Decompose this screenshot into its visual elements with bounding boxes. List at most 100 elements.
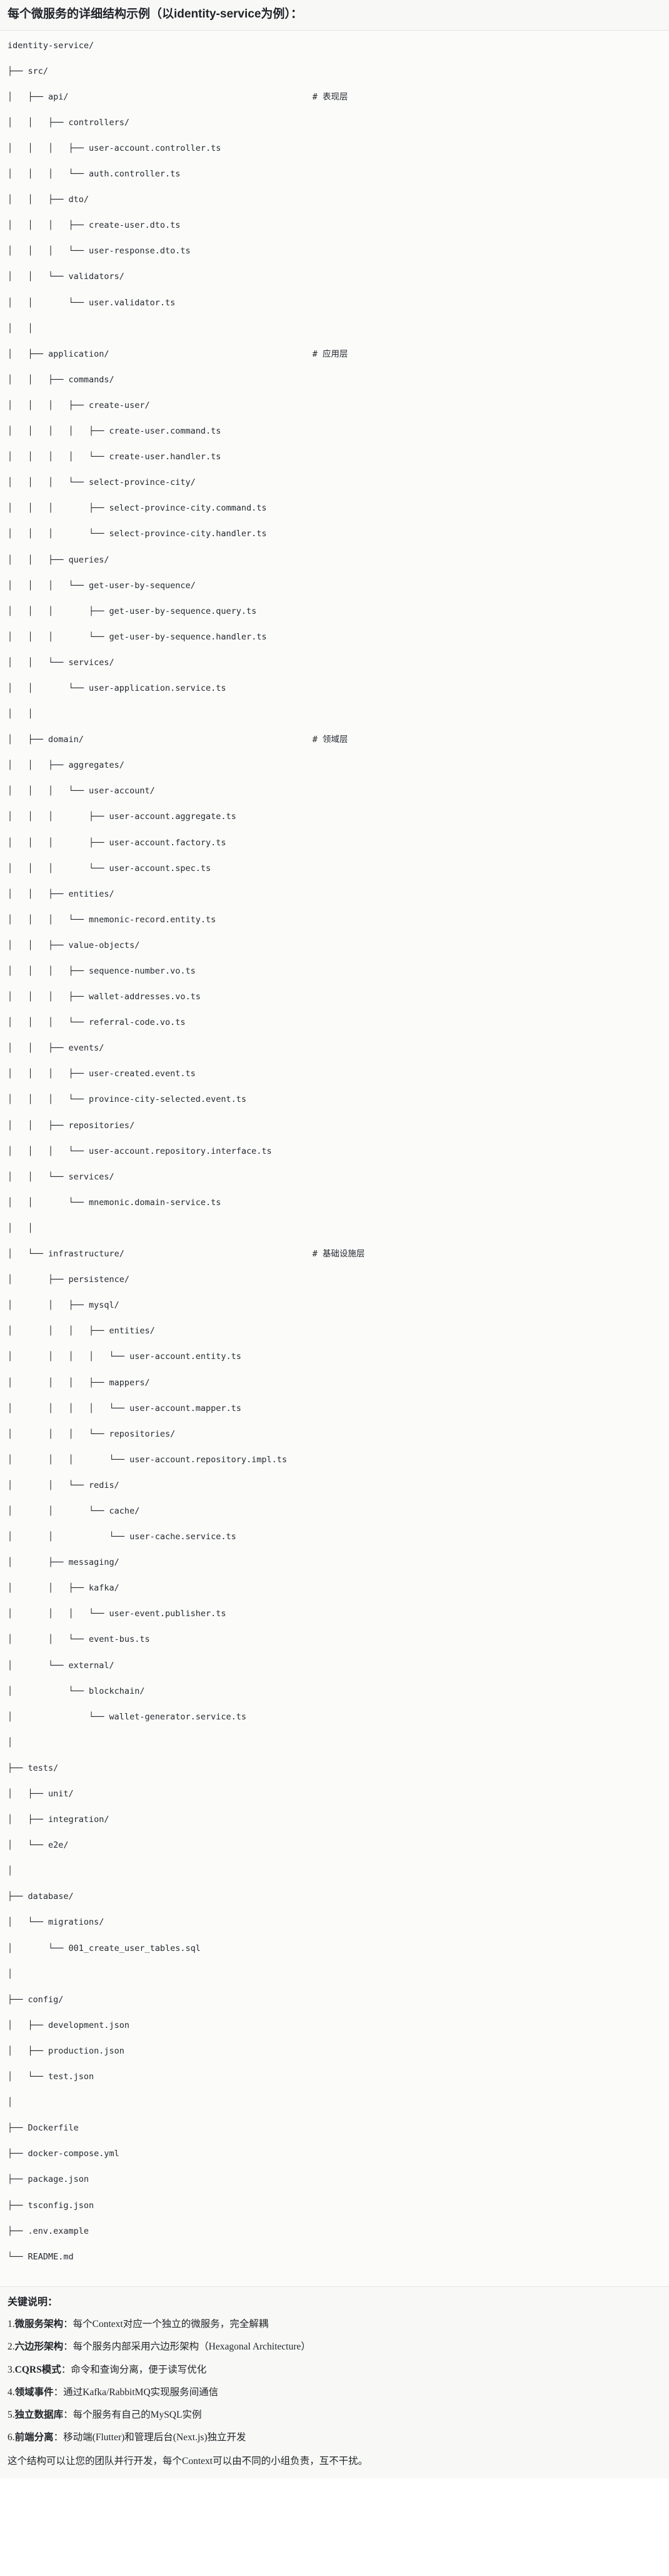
tree-line: │ │ ├── queries/	[8, 554, 109, 565]
key-point-term: 领域事件	[14, 2386, 54, 2398]
tree-line: │ │ │ └── user-account.spec.ts	[8, 863, 211, 873]
tree-line: │ └── e2e/	[8, 1840, 69, 1851]
tree-line: ├── package.json	[8, 2174, 89, 2185]
tree-line: │ └── wallet-generator.service.ts	[8, 1711, 247, 1722]
tree-line: │ │ │ ├── user-account.aggregate.ts	[8, 812, 236, 822]
key-point-term: 独立数据库	[14, 2410, 64, 2421]
tree-node-label: │ └── infrastructure/	[8, 1249, 313, 1260]
tree-line: │ │ │ ├── user-account.factory.ts	[8, 837, 226, 848]
tree-line: │ ├── integration/	[8, 1815, 109, 1825]
tree-line: │ │ └── services/	[8, 1171, 114, 1182]
tree-line: │ │ │ └── user-account.repository.impl.t…	[8, 1454, 288, 1465]
tree-line: │ │ └── cache/	[8, 1505, 140, 1516]
tree-line: │ │ ├── repositories/	[8, 1120, 135, 1131]
tree-line: │ │	[8, 1223, 33, 1233]
tree-line: │ │ │ ├── user-account.controller.ts	[8, 143, 221, 154]
tree-line: │ │ │ └── repositories/	[8, 1428, 176, 1439]
tree-line: ├── .env.example	[8, 2226, 89, 2236]
directory-tree-block: identity-service/ ├── src/ │ ├── api/ # …	[0, 30, 669, 2286]
tree-line: │ ├── production.json	[8, 2045, 124, 2056]
tree-line: ├── database/	[8, 1891, 74, 1902]
key-point-separator: ：	[63, 2341, 73, 2353]
tree-line: │ │ ├── aggregates/	[8, 760, 124, 771]
tree-line: └── README.md	[8, 2251, 74, 2262]
tree-line: │ ├── messaging/	[8, 1557, 119, 1568]
key-point-item: 3.CQRS模式：命令和查询分离，便于读写优化	[8, 2363, 661, 2377]
tree-line: │ │ │ ├── wallet-addresses.vo.ts	[8, 992, 201, 1002]
key-point-description: 移动端(Flutter)和管理后台(Next.js)独立开发	[63, 2432, 246, 2443]
key-point-number: 4.	[8, 2386, 15, 2398]
tree-node-comment: # 基础设施层	[312, 1249, 365, 1260]
tree-line: │ ├── development.json	[8, 2020, 130, 2030]
tree-line: │ │ │ │ └── user-account.mapper.ts	[8, 1403, 241, 1413]
tree-node-comment: # 表现层	[312, 91, 348, 102]
tree-line: │ │ │ └── get-user-by-sequence.handler.t…	[8, 631, 267, 642]
tree-node-label: │ ├── application/	[8, 349, 313, 359]
tree-line: │ │ └── user-application.service.ts	[8, 683, 226, 693]
key-point-description: 每个Context对应一个独立的微服务，完全解耦	[73, 2319, 269, 2330]
key-points-title: 关键说明：	[8, 2296, 58, 2308]
tree-line: │ │ │ │ ├── create-user.command.ts	[8, 426, 221, 437]
key-point-separator: ：	[63, 2319, 73, 2330]
tree-line: ├── src/	[8, 66, 49, 76]
tree-line: │ └── external/	[8, 1660, 114, 1671]
tree-line: │ │ │ └── user-account/	[8, 786, 155, 797]
tree-line: │ │ │ └── auth.controller.ts	[8, 169, 181, 180]
tree-line: │ └── 001_create_user_tables.sql	[8, 1943, 201, 1953]
tree-line: │ │ │ └── user-event.publisher.ts	[8, 1609, 226, 1619]
tree-line: │ │ └── redis/	[8, 1480, 119, 1490]
tree-line: │ │ │ ├── sequence-number.vo.ts	[8, 966, 196, 977]
key-point-term: 六边形架构	[14, 2341, 64, 2353]
tree-line: │ │ ├── value-objects/	[8, 940, 140, 950]
page-root: 每个微服务的详细结构示例（以identity-service为例）： ident…	[0, 0, 669, 2478]
tree-node-label: │ ├── api/	[8, 91, 313, 102]
key-point-description: 每个服务内部采用六边形架构（Hexagonal Architecture）	[73, 2341, 311, 2353]
tree-line: │ │ │ │ └── create-user.handler.ts	[8, 452, 221, 462]
key-point-number: 6.	[8, 2432, 15, 2443]
tree-line: │ │ ├── commands/	[8, 374, 114, 385]
tree-line: │ │ │ └── get-user-by-sequence/	[8, 580, 196, 591]
tree-line: │ ├── persistence/	[8, 1275, 130, 1285]
key-point-number: 3.	[8, 2364, 15, 2375]
tree-line: │ │ ├── controllers/	[8, 117, 130, 128]
tree-line: │ │	[8, 323, 33, 333]
tree-line: │ ├── domain/ # 领域层	[8, 733, 661, 746]
tree-node-comment: # 应用层	[312, 349, 348, 359]
tree-line: │	[8, 2097, 13, 2108]
tree-line: ├── docker-compose.yml	[8, 2149, 119, 2159]
tree-line: │ └── migrations/	[8, 1917, 104, 1928]
key-point-number: 1.	[8, 2319, 15, 2330]
tree-line: │ │ │ ├── create-user/	[8, 400, 150, 410]
key-point-separator: ：	[61, 2364, 71, 2375]
page-title: 每个微服务的详细结构示例（以identity-service为例）：	[0, 0, 669, 31]
key-point-term: 前端分离	[14, 2432, 54, 2443]
key-point-description: 命令和查询分离，便于读写优化	[71, 2364, 207, 2375]
key-point-description: 每个服务有自己的MySQL实例	[73, 2410, 202, 2421]
tree-line: │ └── test.json	[8, 2072, 94, 2082]
key-point-item: 1.微服务架构：每个Context对应一个独立的微服务，完全解耦	[8, 2317, 661, 2331]
tree-line: │ │ └── services/	[8, 657, 114, 668]
tree-line: │ │ │ └── mnemonic-record.entity.ts	[8, 914, 216, 925]
key-point-item: 2.六边形架构：每个服务内部采用六边形架构（Hexagonal Architec…	[8, 2339, 661, 2354]
tree-line: │ │ ├── kafka/	[8, 1583, 119, 1594]
key-point-term: 微服务架构	[14, 2319, 64, 2330]
tree-line: │ │ │ └── select-province-city.handler.t…	[8, 529, 267, 539]
closing-paragraph: 这个结构可以让您的团队并行开发，每个Context可以由不同的小组负责，互不干扰…	[8, 2455, 368, 2467]
key-point-separator: ：	[53, 2386, 64, 2398]
tree-line: │ │ │ └── province-city-selected.event.t…	[8, 1094, 247, 1105]
tree-node-label: │ ├── domain/	[8, 735, 313, 745]
tree-node-comment: # 领域层	[312, 735, 348, 745]
tree-line: │	[8, 1968, 13, 1979]
tree-line: ├── tests/	[8, 1763, 59, 1773]
tree-line: │ ├── unit/	[8, 1789, 74, 1800]
tree-line: │ │ │ ├── select-province-city.command.t…	[8, 503, 267, 514]
tree-line: │	[8, 1866, 13, 1876]
key-point-separator: ：	[53, 2432, 64, 2443]
key-point-number: 5.	[8, 2410, 15, 2421]
tree-line: │ │ │ └── user-response.dto.ts	[8, 246, 191, 257]
tree-line: │ │	[8, 709, 33, 720]
key-point-item: 5.独立数据库：每个服务有自己的MySQL实例	[8, 2408, 661, 2422]
tree-line: │ │ ├── mysql/	[8, 1300, 119, 1311]
